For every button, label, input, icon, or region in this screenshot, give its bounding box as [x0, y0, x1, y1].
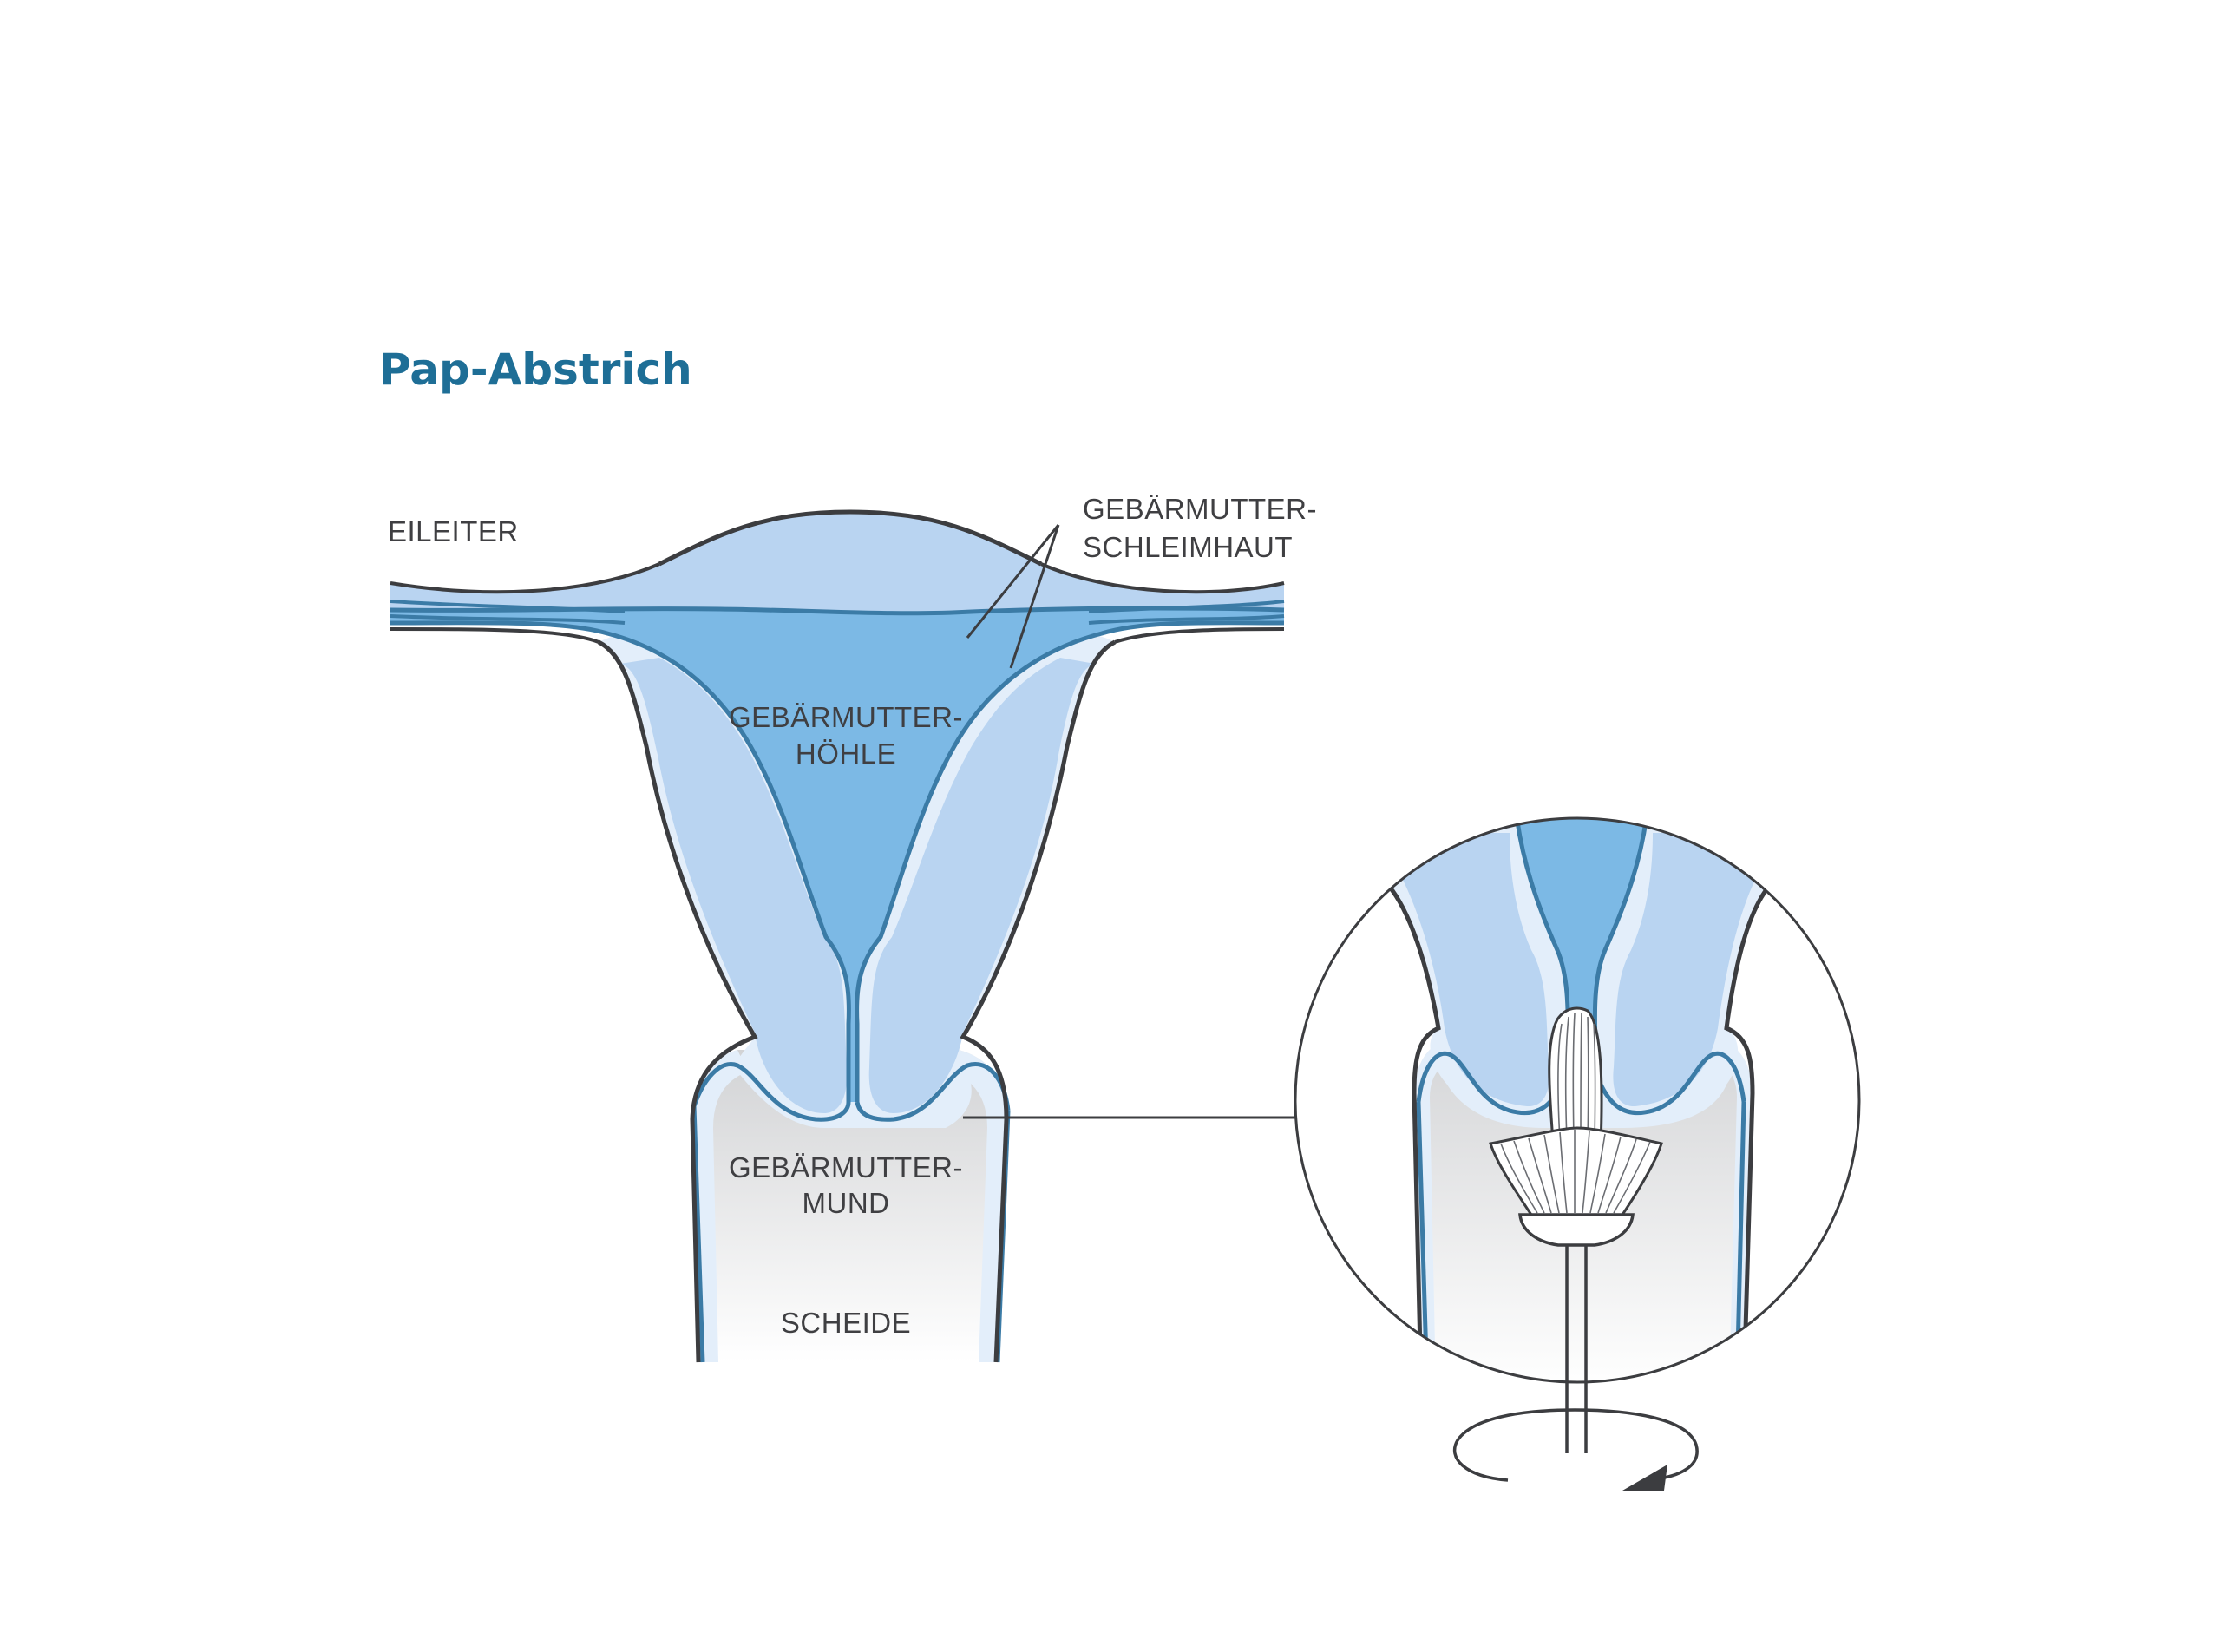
zoom-cervix-lining: [1416, 1051, 1746, 1116]
uterus-outer-outline: [597, 639, 758, 1363]
zoom-canal: [1517, 818, 1647, 1093]
zoom-outer-outline-right: [1724, 883, 1772, 1382]
zoom-wall-right: [1613, 833, 1757, 1107]
label-scheide: SCHEIDE: [781, 1307, 911, 1339]
vagina-right-edge: [950, 1050, 1006, 1362]
label-hoehle-line2: HÖHLE: [796, 738, 896, 770]
endometrium-lining-left: [390, 620, 851, 1102]
schleimhaut-pointer-1: [966, 524, 1060, 639]
zoom-wall-left: [1401, 833, 1549, 1107]
uterus-wall-left: [620, 658, 848, 1113]
schleimhaut-pointer-2: [1009, 524, 1060, 669]
brush-handle: [1565, 1245, 1588, 1453]
brush-cup: [1518, 1213, 1635, 1247]
uterus-outer-outline-right: [960, 639, 1117, 1363]
magnifier-circle: [1294, 816, 1861, 1384]
label-schleimhaut-line1: GEBÄRMUTTER-: [1083, 493, 1317, 525]
magnified-detail: [1294, 816, 1861, 1491]
label-schleimhaut-line2: SCHLEIMHAUT: [1083, 531, 1293, 563]
brush-bristles-fan: [1489, 1126, 1663, 1216]
uterus-illustration: [390, 509, 1295, 1363]
uterus-fundus: [390, 512, 1284, 612]
rotation-arrow-icon: [1452, 1408, 1699, 1482]
cytobrush: [1489, 1006, 1663, 1247]
vagina-left-edge: [692, 1050, 748, 1362]
label-mund-line1: GEBÄRMUTTER-: [729, 1151, 963, 1183]
uterine-cavity: [390, 607, 1284, 1102]
label-hoehle-line1: GEBÄRMUTTER-: [729, 701, 963, 733]
cervix-lining-curve: [691, 1062, 1011, 1122]
endometrium-lining-right: [855, 620, 1285, 1102]
fallopian-tubes: [390, 562, 1285, 644]
uterus-wall-right: [868, 658, 1095, 1113]
zoom-outer-outline-left: [1386, 883, 1441, 1382]
vagina-lining-left: [691, 1105, 705, 1363]
fundus-outline: [658, 509, 1043, 567]
label-mund-line2: MUND: [803, 1187, 890, 1219]
label-eileiter: EILEITER: [388, 515, 519, 547]
rotation-arrowhead-icon: [1622, 1465, 1667, 1491]
page-title: Pap-Abstrich: [379, 344, 692, 395]
